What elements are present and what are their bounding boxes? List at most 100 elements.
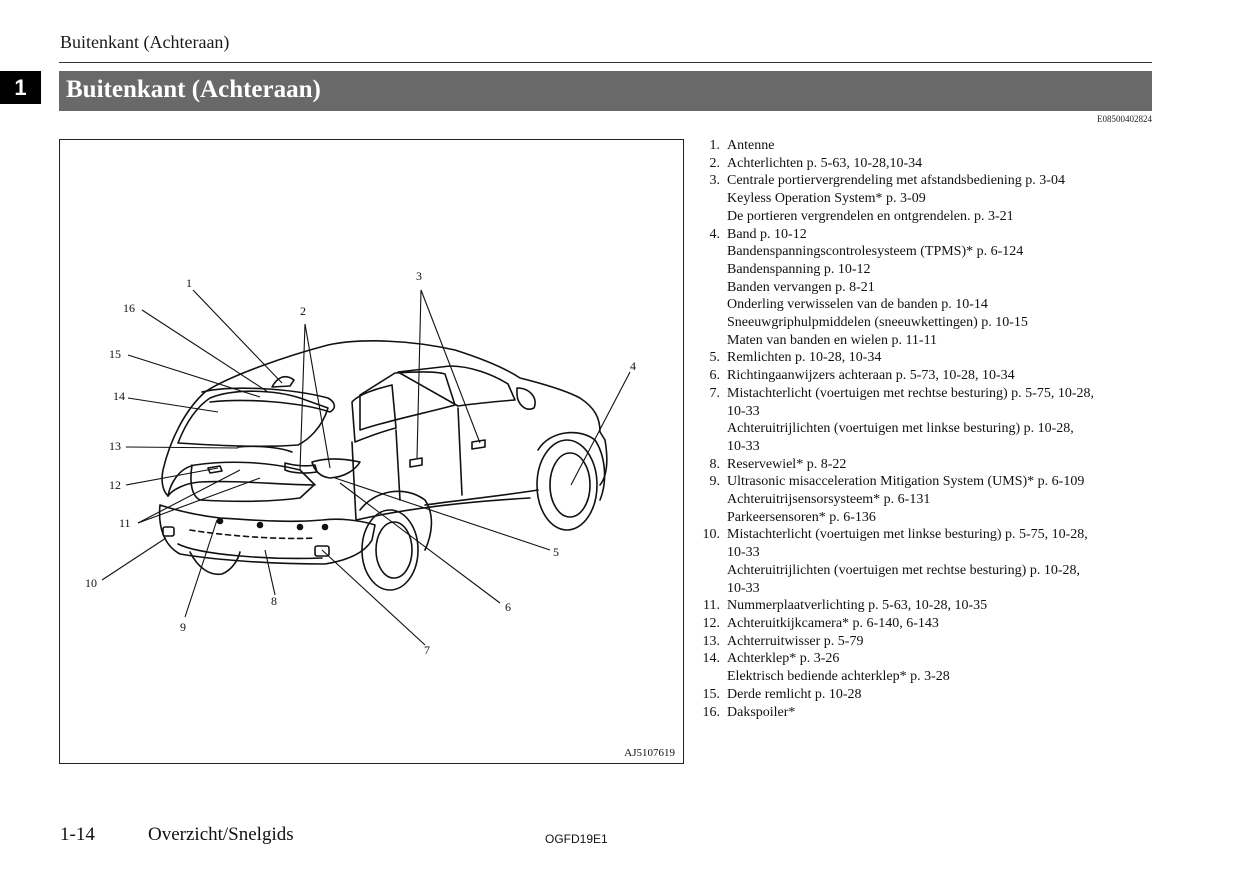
callout-line: 10-33: [727, 403, 760, 419]
parking-sensor: [296, 523, 304, 531]
callout-line: Remlichten p. 10-28, 10-34: [727, 350, 882, 366]
callout-line: Derde remlicht p. 10-28: [727, 686, 862, 702]
callout-item-text: Ultrasonic misacceleration Mitigation Sy…: [727, 473, 1084, 526]
leader-3b: [420, 289, 481, 444]
callout-number: 5: [553, 545, 559, 559]
callout-number: 8: [271, 594, 277, 608]
callout-line: Nummerplaatverlichting p. 5-63, 10-28, 1…: [727, 598, 988, 614]
running-header: Buitenkant (Achteraan): [60, 32, 230, 52]
section-title-bar: Buitenkant (Achteraan): [59, 71, 1152, 111]
callout-line: Keyless Operation System* p. 3-09: [727, 191, 926, 207]
leader-9: [184, 519, 218, 618]
leader-4: [570, 371, 631, 486]
callout-item-number: 11.: [703, 598, 720, 614]
callout-item: 12.Achteruitkijkcamera* p. 6-140, 6-143: [700, 615, 1150, 633]
callout-line: Achterruitwisser p. 5-79: [727, 633, 864, 649]
callout-number: 10: [85, 576, 97, 590]
callout-item-text: Centrale portiervergrendeling met afstan…: [727, 172, 1065, 225]
leader-5: [334, 477, 551, 551]
rear-wheel-arch: [359, 490, 433, 551]
callout-item-number: 5.: [709, 350, 721, 366]
front-rim: [549, 452, 591, 518]
callout-item-number: 14.: [702, 651, 721, 667]
callout-item: 8.Reservewiel* p. 8-22: [700, 456, 1150, 474]
taillight-right: [311, 458, 361, 479]
callout-number: 13: [109, 439, 121, 453]
vehicle-rear-illustration: 1 2 3 4 5 6 7 8 9 10 11 12 13 14 15 16 A…: [59, 139, 684, 764]
callout-item-text: Antenne: [727, 137, 774, 155]
callout-item-number: 10.: [702, 527, 721, 543]
document-code: E08500402824: [1097, 114, 1152, 124]
page-number: 1-14: [60, 824, 95, 845]
callout-line: Achterlichten p. 5-63, 10-28,10-34: [727, 155, 923, 171]
callout-number: 15: [109, 347, 121, 361]
leader-16: [141, 309, 269, 393]
callout-line: 10-33: [727, 438, 760, 454]
callout-line: Bandenspanningscontrolesysteem (TPMS)* p…: [727, 244, 1024, 260]
callout-line: Maten van banden en wielen p. 11-11: [727, 332, 938, 348]
figure-id: AJ5107619: [624, 747, 675, 759]
leader-12: [125, 467, 219, 486]
callout-item-number: 15.: [702, 686, 721, 702]
callout-line: Ultrasonic misacceleration Mitigation Sy…: [727, 474, 1085, 490]
car-rear-view-drawing: 1 2 3 4 5 6 7 8 9 10 11 12 13 14 15 16: [85, 269, 636, 657]
parking-sensor: [256, 521, 264, 529]
callout-line: Antenne: [727, 138, 775, 153]
leader-3a: [416, 289, 422, 459]
callout-item: 10. Mistachterlicht (voertuigen met links…: [700, 526, 1150, 597]
side-mirror: [516, 387, 536, 410]
callout-line: Mistachterlicht (voertuigen met linkse b…: [727, 527, 1088, 543]
callout-line: Centrale portiervergrendeling met afstan…: [727, 173, 1065, 189]
callout-item-text: Achterruitwisser p. 5-79: [727, 633, 863, 651]
lower-tailgate-panel: [190, 464, 314, 503]
callout-number: 14: [113, 389, 125, 403]
callout-item-number: 7.: [709, 385, 721, 401]
callout-line: Achterklep* p. 3-26: [727, 651, 840, 667]
left-rear-tire: [189, 551, 241, 576]
rear-bumper: [158, 504, 376, 565]
rear-fog-light-right: [314, 545, 330, 557]
callout-line: Bandenspanning p. 10-12: [727, 261, 871, 277]
callout-item: 11. Nummerplaatverlichting p. 5-63, 10-28…: [700, 597, 1150, 615]
callout-line: Parkeersensoren* p. 6-136: [727, 509, 876, 525]
callout-item: 16.Dakspoiler*: [700, 704, 1150, 722]
callout-line: Richtingaanwijzers achteraan p. 5-73, 10…: [727, 368, 1015, 384]
leader-2b: [304, 323, 331, 469]
section-title: Buitenkant (Achteraan): [66, 76, 321, 103]
callout-number: 11: [119, 516, 131, 530]
callout-number: 1: [186, 276, 192, 290]
leader-6: [339, 482, 501, 604]
rear-wiper: [237, 445, 293, 453]
callout-item: 9.Ultrasonic misacceleration Mitigation …: [700, 473, 1150, 526]
leader-2a: [299, 323, 306, 471]
leader-11a: [137, 469, 241, 524]
callout-item-number: 1.: [709, 138, 721, 153]
callout-item-text: Nummerplaatverlichting p. 5-63, 10-28, 1…: [727, 597, 987, 615]
front-tire: [536, 439, 598, 531]
footer-code: OGFD19E1: [545, 832, 608, 846]
rear-tire: [361, 509, 419, 591]
callout-item: 1. Antenne: [700, 137, 1150, 155]
callout-number: 6: [505, 600, 511, 614]
car-roof-outline: [204, 340, 608, 486]
rear-camera: [207, 465, 223, 474]
parking-sensor: [216, 517, 224, 525]
callout-item-number: 6.: [709, 368, 721, 384]
callout-number: 4: [630, 359, 636, 373]
callout-item: 6. Richtingaanwijzers achteraan p. 5-73, …: [700, 367, 1150, 385]
header-rule: [59, 62, 1152, 63]
callout-line: Onderling verwisselen van de banden p. 1…: [727, 297, 988, 313]
side-sill: [424, 489, 539, 506]
leader-13: [125, 446, 239, 449]
callout-item-text: Dakspoiler*: [727, 704, 795, 722]
callout-line: Achteruitrijlichten (voertuigen met rech…: [727, 562, 1081, 578]
callout-item-number: 3.: [709, 173, 721, 189]
callout-line: Elektrisch bediende achterklep* p. 3-28: [727, 669, 950, 685]
callout-line: De portieren vergrendelen en ontgrendele…: [727, 208, 1014, 224]
callout-item-text: Remlichten p. 10-28, 10-34: [727, 349, 881, 367]
chapter-tab: 1: [0, 71, 41, 104]
